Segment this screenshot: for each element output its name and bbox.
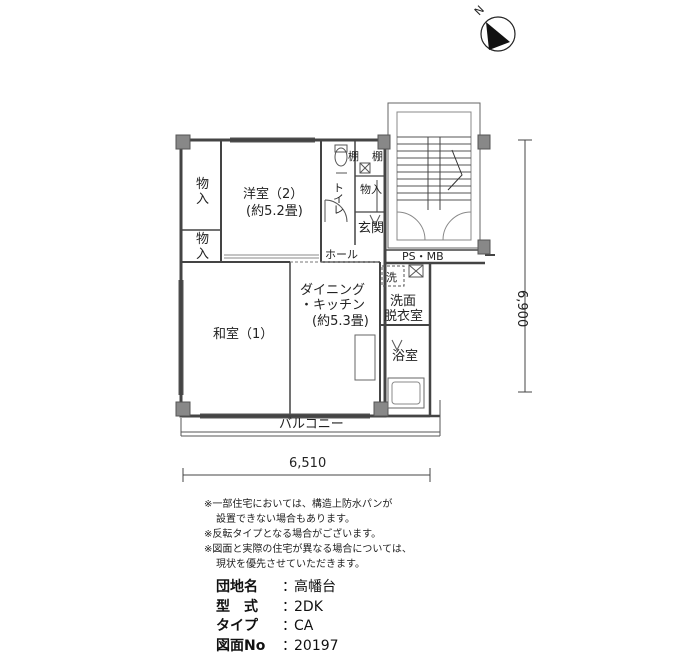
meta-value: 20197 xyxy=(294,638,339,654)
dining-kitchen-size: (約5.3畳) xyxy=(312,314,369,329)
meta-value: 2DK xyxy=(294,599,323,615)
columns xyxy=(176,135,490,416)
washroom-label-2: 脱衣室 xyxy=(384,308,423,324)
shelf-label-1: 棚 xyxy=(348,149,359,163)
meta-value: 高幡台 xyxy=(294,579,336,595)
western-room-size: (約5.2畳) xyxy=(246,204,303,219)
washroom-label: 洗面 xyxy=(390,294,416,309)
ps-mb-label: PS・MB xyxy=(402,250,444,263)
toilet-label: トイレ xyxy=(332,182,345,215)
notes: ※一部住宅においては、構造上防水パンが 設置できない場合もあります。 ※反転タイ… xyxy=(204,497,412,572)
meta-key: 図面No xyxy=(216,637,282,656)
meta-key: タイプ xyxy=(216,617,282,637)
plan-metadata: 団地名：高幡台 型 式：2DK タイプ：CA 図面No：20197 xyxy=(216,578,339,656)
shelf-label-2: 棚 xyxy=(372,149,383,163)
washer-label: 洗 xyxy=(386,271,397,284)
note-line: ※反転タイプとなる場合がございます。 xyxy=(204,527,412,542)
meta-value: CA xyxy=(294,618,313,634)
meta-key: 団地名 xyxy=(216,578,282,598)
depth-dimension: 6,900 xyxy=(514,290,529,327)
note-line: ※一部住宅においては、構造上防水パンが xyxy=(204,497,412,512)
storage-upper-label: 物 xyxy=(196,177,209,192)
storage-lower-label: 物 xyxy=(196,232,209,247)
balcony-label: バルコニー xyxy=(279,417,344,432)
japanese-room-label: 和室（1） xyxy=(213,326,273,342)
note-line: 現状を優先させていただきます。 xyxy=(204,557,412,572)
meta-row: 図面No：20197 xyxy=(216,637,339,656)
meta-row: 型 式：2DK xyxy=(216,598,339,618)
entrance-label: 玄関 xyxy=(358,221,384,236)
meta-row: タイプ：CA xyxy=(216,617,339,637)
bath-label: 浴室 xyxy=(392,348,418,364)
hall-label: ホール xyxy=(325,248,358,261)
width-dimension: 6,510 xyxy=(289,456,326,471)
stairwell xyxy=(388,103,480,248)
storage-lower-label-2: 入 xyxy=(196,247,209,262)
meta-row: 団地名：高幡台 xyxy=(216,578,339,598)
western-room-label: 洋室（2） xyxy=(243,186,303,202)
dining-kitchen-label: ダイニング xyxy=(300,283,365,298)
meta-key: 型 式 xyxy=(216,598,282,618)
storage-entry-label: 物入 xyxy=(360,182,382,196)
note-line: 設置できない場合もあります。 xyxy=(204,512,412,527)
note-line: ※図面と実際の住宅が異なる場合については、 xyxy=(204,542,412,557)
storage-upper-label-2: 入 xyxy=(196,192,209,207)
dining-kitchen-label-2: ・キッチン xyxy=(300,298,365,313)
compass-north-label: N xyxy=(472,3,487,18)
compass-icon: N xyxy=(472,3,515,51)
